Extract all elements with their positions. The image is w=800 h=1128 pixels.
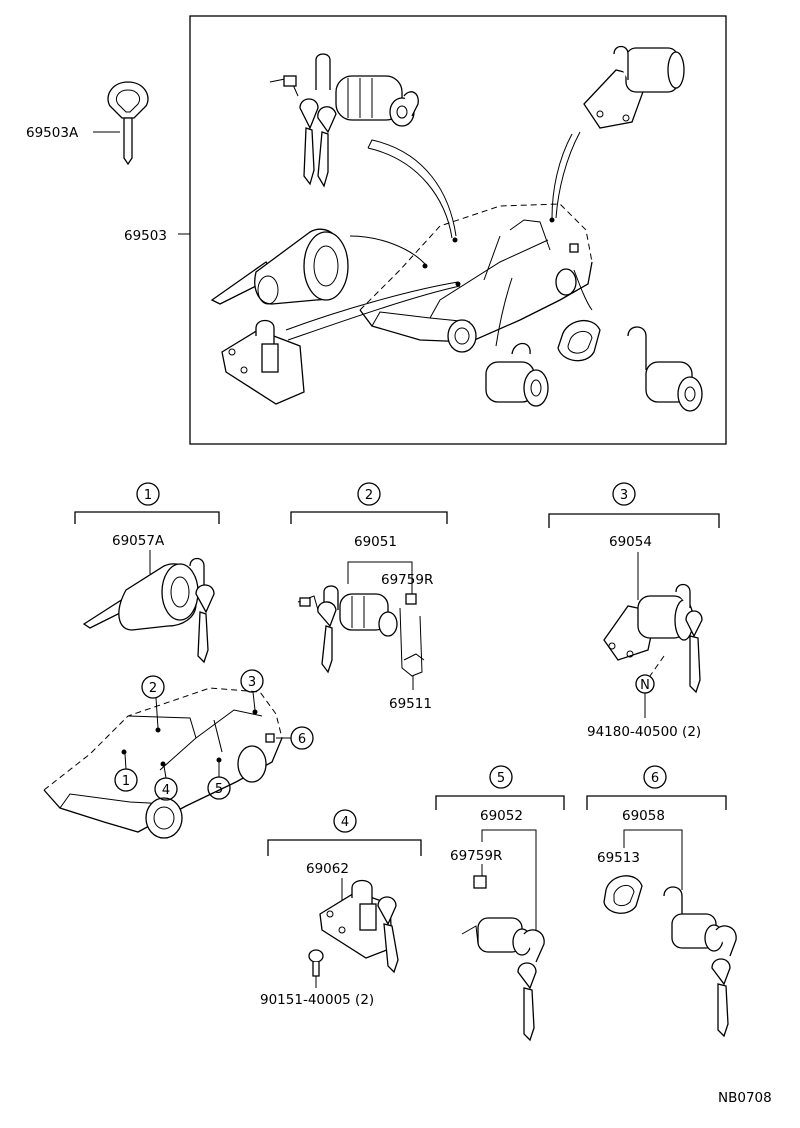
callout-3-group: 3 69054 N 94180-40500 (2) [548,482,720,740]
car-callouts: 2 3 6 1 4 5 [114,669,314,801]
callout-4-number: 4 [341,815,349,830]
location-car-illustration [43,687,283,839]
car-callout-1: 1 [122,774,130,789]
c3-nut-label: 94180-40500 (2) [587,724,701,740]
callout-1-number: 1 [144,488,152,503]
ring-cover-top [557,319,601,362]
key-blank-illustration [107,81,149,166]
c4-part-label: 69062 [306,861,349,877]
callout-6-number: 6 [651,771,659,786]
drawing-number: NB0708 [718,1090,772,1106]
c2-part-label: 69051 [354,534,397,550]
car-callout-2: 2 [149,681,157,696]
callout-4-group: 4 69062 90151-40005 (2) [260,809,422,1008]
c2-spring-label: 69759R [381,572,433,588]
c3-nut-mark: N [640,678,650,693]
hatch-lock-top [583,45,685,129]
back-door-lock-top [627,326,703,412]
c2-rod-label: 69511 [389,696,432,712]
door-lock-cylinder-top [269,53,419,188]
c6-part-label: 69058 [622,808,665,824]
car-callout-6: 6 [298,732,306,747]
callout-2-group: 2 69051 69759R 69511 [290,482,448,712]
callout-5-number: 5 [497,771,505,786]
ignition-cylinder-top [210,228,349,305]
callout-3-number: 3 [620,488,628,503]
callout-6-group: 6 69058 69513 [586,765,737,1038]
glovebox-lock-top [221,319,305,405]
callout-1-group: 1 69057A [74,482,220,664]
c5-part-label: 69052 [480,808,523,824]
callout-5-group: 5 69052 69759R [435,765,565,1042]
lock-set-box [189,15,727,445]
wagon-car-illustration-top [359,203,593,353]
car-callout-4: 4 [162,783,170,798]
lock-set-label: 69503 [124,228,167,244]
car-callout-5: 5 [215,782,223,797]
key-blank-label: 69503A [26,125,79,141]
fuel-lid-lock-top [485,342,549,407]
c1-part-label: 69057A [112,533,165,549]
c4-bolt-label: 90151-40005 (2) [260,992,374,1008]
c5-spring-label: 69759R [450,848,502,864]
car-callout-3: 3 [248,675,256,690]
callout-2-number: 2 [365,488,373,503]
c6-cover-label: 69513 [597,850,640,866]
c3-part-label: 69054 [609,534,652,550]
